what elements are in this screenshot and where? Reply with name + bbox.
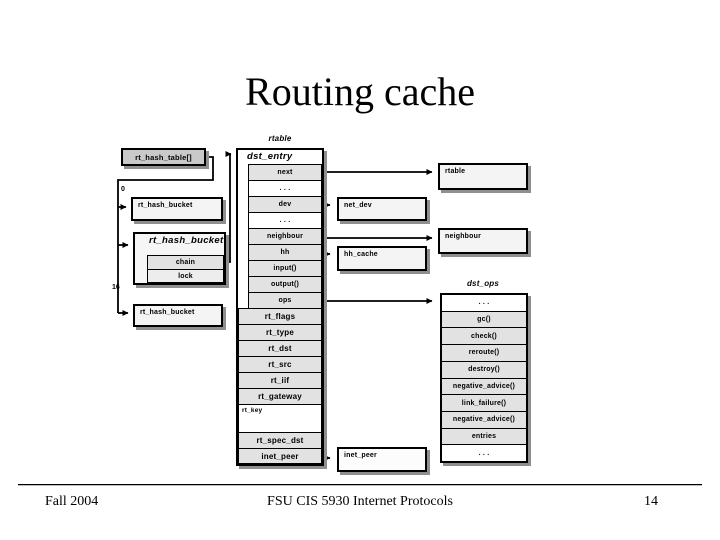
field-rt-key: rt_key — [238, 404, 322, 433]
field-output: output() — [248, 276, 322, 293]
footer-divider — [18, 484, 702, 486]
ops-row-negative-advice-2: negative_advice() — [442, 411, 526, 429]
rt-hash-bucket-mid-title: rt_hash_bucket — [149, 235, 224, 246]
rt-hash-bucket-box-bottom: rt_hash_bucket — [133, 304, 223, 327]
field-rt-iif: rt_iif — [238, 372, 322, 389]
field-rt-src: rt_src — [238, 356, 322, 373]
field-ellipsis-2: . . . — [248, 212, 322, 229]
ops-row-ellipsis-top: . . . — [442, 295, 526, 312]
footer-course: FSU CIS 5930 Internet Protocols — [267, 494, 453, 509]
hash-index-16: 16 — [112, 284, 120, 291]
rt-hash-bucket-bottom-label: rt_hash_bucket — [140, 309, 195, 316]
ops-row-destroy: destroy() — [442, 361, 526, 379]
ops-row-entries: entries — [442, 428, 526, 446]
neighbour-box: neighbour — [438, 228, 528, 254]
dst-entry-header: dst_entry — [247, 151, 293, 162]
ops-row-ellipsis-bottom: . . . — [442, 445, 526, 462]
bucket-field-lock: lock — [147, 269, 224, 283]
rtable-struct-label: rtable — [268, 134, 292, 143]
bucket-field-chain: chain — [147, 255, 224, 270]
rt-hash-bucket-box-mid: rt_hash_bucket chain lock — [133, 232, 226, 285]
field-neighbour: neighbour — [248, 228, 322, 245]
footer-semester: Fall 2004 — [45, 494, 99, 509]
slide-title: Routing cache — [245, 69, 475, 114]
rt-hash-bucket-top-label: rt_hash_bucket — [138, 202, 193, 209]
inet-peer-label: inet_peer — [344, 452, 377, 459]
field-ops: ops — [248, 292, 322, 309]
footer-page-number: 14 — [644, 494, 658, 509]
field-rt-dst: rt_dst — [238, 340, 322, 357]
field-next: next — [248, 164, 322, 181]
rt-hash-table-box: rt_hash_table[] — [121, 148, 206, 166]
field-inet-peer: inet_peer — [238, 448, 322, 464]
ops-row-check: check() — [442, 328, 526, 346]
ops-row-reroute: reroute() — [442, 345, 526, 362]
rtable-struct-box: dst_entry next . . . dev . . . neighbour… — [236, 148, 324, 466]
inet-peer-box: inet_peer — [337, 447, 427, 472]
field-rt-gateway: rt_gateway — [238, 388, 322, 405]
rtable-ref-label: rtable — [445, 168, 466, 175]
field-ellipsis-1: . . . — [248, 180, 322, 197]
field-rt-flags: rt_flags — [238, 308, 322, 325]
dst-ops-label: dst_ops — [466, 279, 500, 288]
net-dev-box: net_dev — [337, 197, 427, 221]
field-input: input() — [248, 260, 322, 277]
ops-row-link-failure: link_failure() — [442, 395, 526, 412]
ops-row-negative-advice-1: negative_advice() — [442, 378, 526, 396]
hash-index-0: 0 — [121, 186, 125, 193]
field-rt-type: rt_type — [238, 324, 322, 341]
rt-hash-bucket-box-top: rt_hash_bucket — [131, 197, 223, 221]
field-hh: hh — [248, 244, 322, 261]
field-dev: dev — [248, 196, 322, 213]
hh-cache-label: hh_cache — [344, 251, 378, 258]
ops-row-gc: gc() — [442, 311, 526, 329]
net-dev-label: net_dev — [344, 202, 372, 209]
arrow-chain-to-dst-entry — [225, 151, 232, 263]
rtable-ref-box: rtable — [438, 163, 528, 190]
field-rt-spec-dst: rt_spec_dst — [238, 432, 322, 449]
neighbour-label: neighbour — [445, 233, 482, 240]
hh-cache-box: hh_cache — [337, 246, 427, 271]
dst-ops-box: . . . gc() check() reroute() destroy() n… — [440, 293, 528, 463]
